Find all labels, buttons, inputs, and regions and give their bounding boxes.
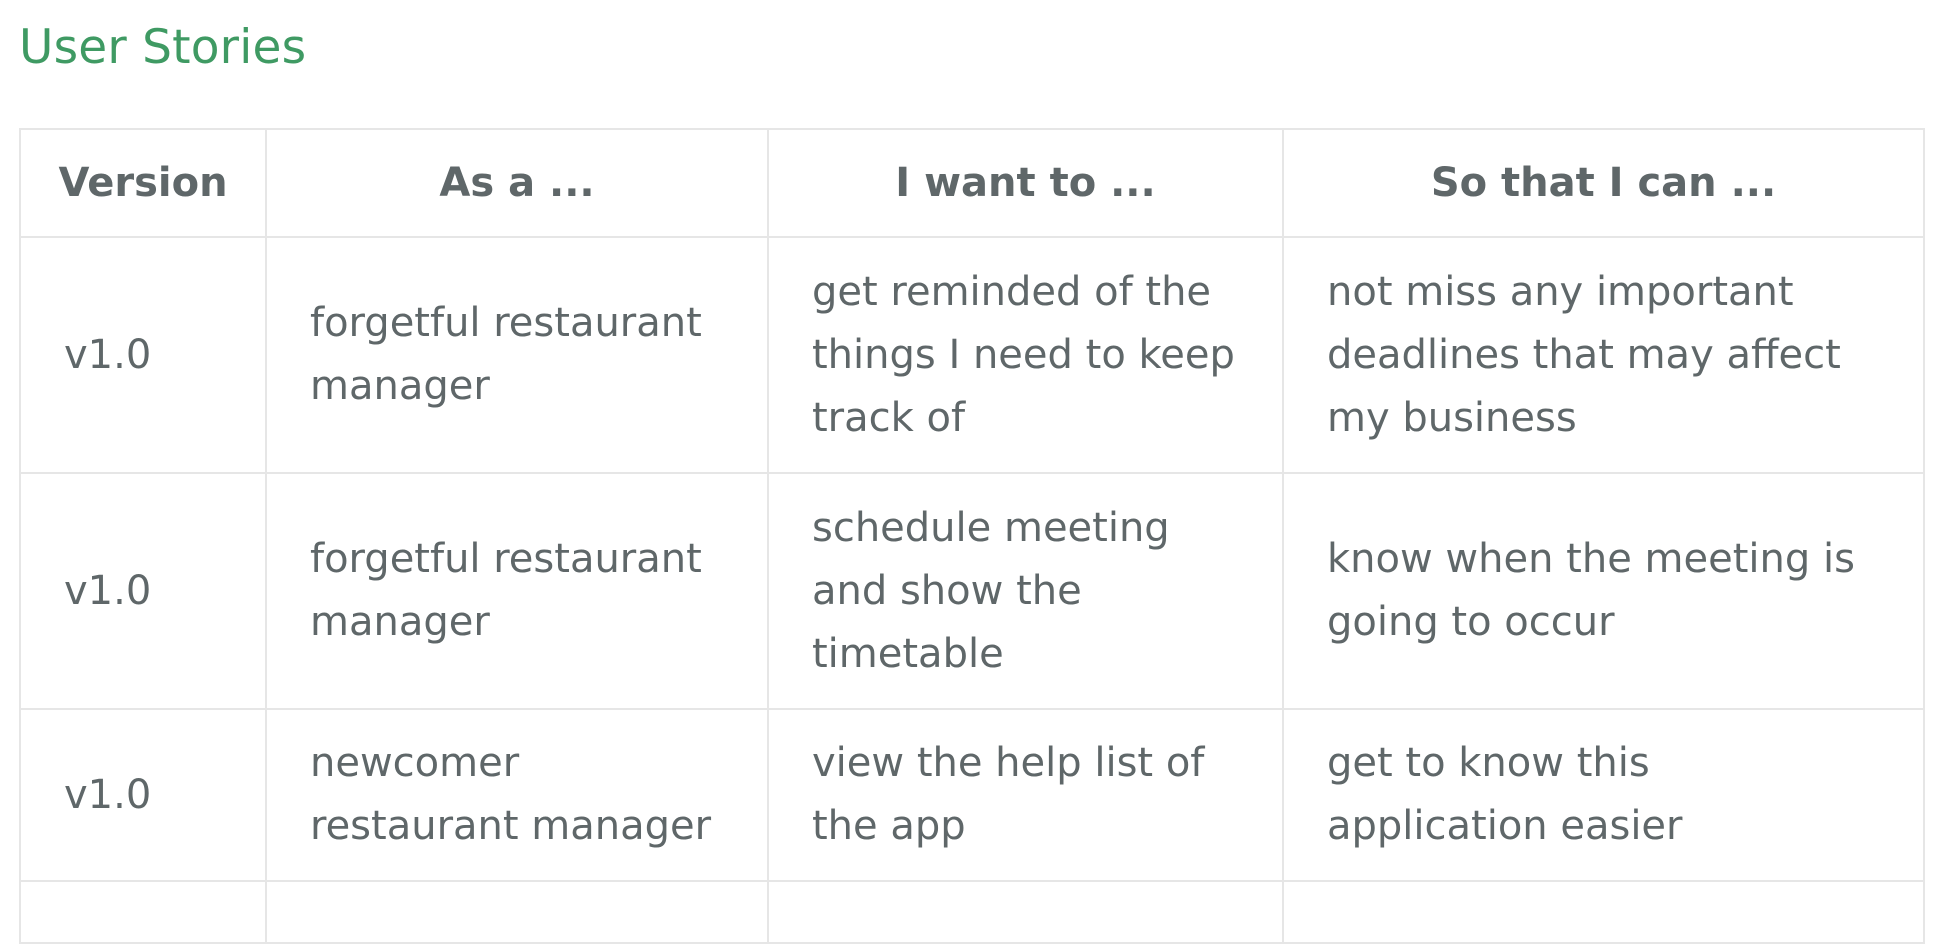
cell-want [767, 880, 1284, 944]
cell-role [265, 880, 769, 944]
cell-role: newcomer restaurant manager [265, 708, 769, 882]
cell-want: schedule meeting and show the timetable [767, 472, 1284, 710]
header-so-that-i-can: So that I can ... [1282, 128, 1925, 238]
table-row: v1.0 newcomer restaurant manager view th… [19, 708, 1925, 882]
cell-so-that: not miss any important deadlines that ma… [1282, 236, 1925, 474]
header-version: Version [19, 128, 267, 238]
cell-role: forgetful restaurant manager [265, 472, 769, 710]
header-i-want-to: I want to ... [767, 128, 1284, 238]
cell-so-that [1282, 880, 1925, 944]
cell-so-that: know when the meeting is going to occur [1282, 472, 1925, 710]
cell-version [19, 880, 267, 944]
cell-want: get reminded of the things I need to kee… [767, 236, 1284, 474]
cell-role: forgetful restaurant manager [265, 236, 769, 474]
table-row: v1.0 forgetful restaurant manager schedu… [19, 472, 1925, 710]
cell-version: v1.0 [19, 708, 267, 882]
cell-version: v1.0 [19, 472, 267, 710]
table-row: v1.0 forgetful restaurant manager get re… [19, 236, 1925, 474]
header-as-a: As a ... [265, 128, 769, 238]
cell-want: view the help list of the app [767, 708, 1284, 882]
cell-version: v1.0 [19, 236, 267, 474]
cell-so-that: get to know this application easier [1282, 708, 1925, 882]
table-header-row: Version As a ... I want to ... So that I… [19, 128, 1925, 238]
section-title: User Stories [19, 20, 307, 75]
table-row [19, 880, 1925, 944]
user-stories-table: Version As a ... I want to ... So that I… [19, 128, 1925, 944]
